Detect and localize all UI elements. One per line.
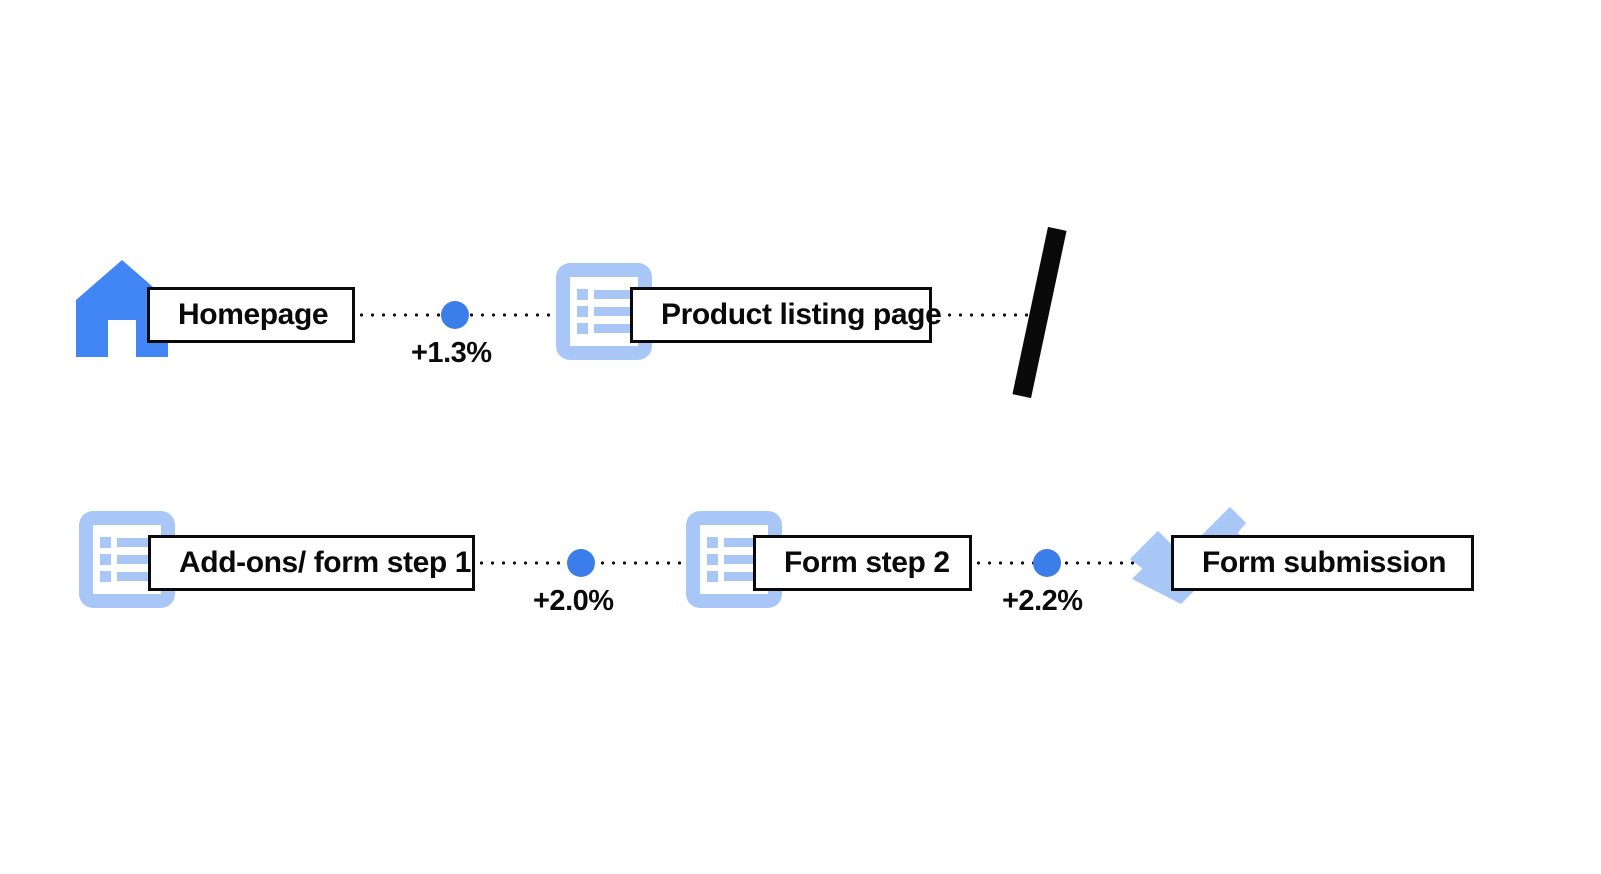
node-form-step-2-label: Form step 2: [784, 546, 950, 579]
connector-step1-to-step2: [476, 561, 761, 565]
list-icon: [556, 263, 652, 360]
node-add-ons-form-step-1[interactable]: Add-ons/ form step 1: [148, 535, 475, 591]
node-add-ons-form-step-1-label: Add-ons/ form step 1: [179, 546, 472, 579]
node-homepage-label: Homepage: [178, 298, 329, 331]
node-form-submission[interactable]: Form submission: [1171, 535, 1474, 591]
node-form-step-2[interactable]: Form step 2: [753, 535, 972, 591]
metric-label-uplift-1: +1.3%: [411, 337, 492, 369]
metric-label-uplift-2: +2.0%: [533, 585, 614, 617]
metric-dot-uplift-2: [567, 549, 595, 577]
node-homepage[interactable]: Homepage: [147, 287, 355, 343]
node-product-listing-page[interactable]: Product listing page: [630, 287, 942, 343]
house-icon: [76, 260, 168, 357]
connector-step2-to-submission: [973, 561, 1173, 565]
connector-homepage-to-product-listing: [356, 313, 631, 317]
connector-product-listing-to-end: [933, 313, 1048, 317]
node-form-submission-label: Form submission: [1202, 546, 1447, 579]
metric-dot-uplift-3: [1033, 549, 1061, 577]
node-product-listing-page-label: Product listing page: [661, 298, 942, 331]
metric-dot-uplift-1: [441, 301, 469, 329]
metric-label-uplift-3: +2.2%: [1002, 585, 1083, 617]
